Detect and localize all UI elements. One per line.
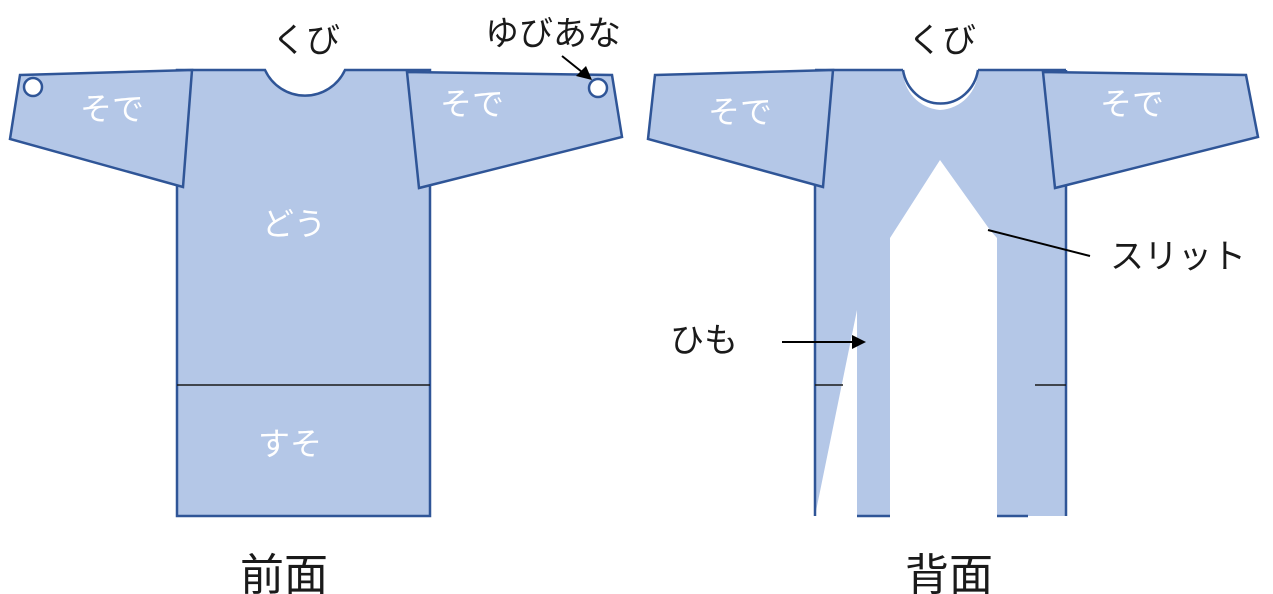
finger-hole-label: ゆびあな — [485, 14, 621, 54]
back-left-sleeve — [646, 68, 835, 189]
back-caption: 背面 — [905, 550, 993, 594]
back-right-sleeve — [1041, 70, 1260, 190]
back-left-panel — [815, 70, 940, 516]
front-right-sleeve — [405, 70, 624, 190]
slit-leader-line — [987, 229, 1091, 257]
front-right-sleeve-label: そで — [440, 85, 504, 123]
back-right-sleeve-label: そで — [1100, 85, 1164, 123]
tie-label: ひも — [670, 321, 738, 361]
back-left-sleeve-label: そで — [708, 93, 772, 131]
front-left-sleeve-label: そで — [80, 90, 144, 128]
back-neck-edge — [901, 69, 980, 105]
front-left-sleeve — [8, 68, 194, 189]
front-neck-label: くび — [272, 21, 340, 61]
back-neck-label: くび — [908, 21, 976, 61]
slit-label: スリット — [1110, 237, 1246, 277]
back-right-panel — [940, 70, 1066, 516]
tie-arrowhead — [852, 335, 866, 349]
finger-hole-leader-line — [561, 55, 583, 73]
back-view: そで そで くび スリット ひも 背面 — [646, 21, 1260, 594]
front-hem-label: すそ — [258, 425, 322, 463]
front-view: そで そで どう すそ くび ゆびあな 前面 — [8, 14, 624, 594]
front-right-finger-hole — [587, 77, 609, 99]
front-caption: 前面 — [240, 550, 328, 594]
front-body-label: どう — [262, 205, 326, 243]
front-left-finger-hole — [22, 76, 44, 98]
finger-hole-arrowhead — [576, 66, 592, 80]
front-body-panel — [175, 68, 432, 518]
